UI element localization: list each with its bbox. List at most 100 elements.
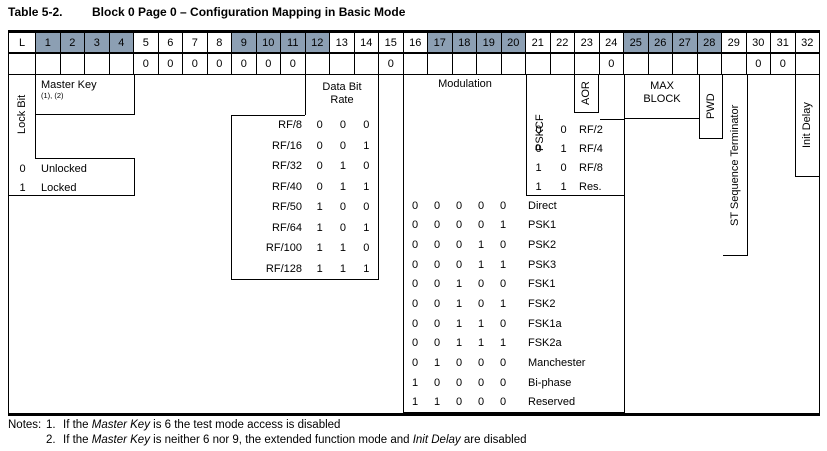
fixed-value-cell-11: 0 [281,54,306,74]
modulation-row-bit: 0 [411,258,419,271]
table-title-text: Block 0 Page 0 – Configuration Mapping i… [92,5,406,19]
modulation-row-bit: 0 [477,278,485,291]
modulation-row-bit: 0 [455,239,463,252]
rf-row-bit: 1 [339,242,347,255]
note-line: Notes:1.If the Master Key is 6 the test … [8,419,527,431]
modulation-row-bit: 1 [411,396,419,409]
bit-header-cell-24: 24 [600,33,624,52]
fixed-value-cell-9: 0 [232,54,257,74]
rf-row-bit: 1 [363,180,370,193]
modulation-row-bit: 0 [411,337,419,350]
modulation-row-bit: 0 [411,298,419,311]
bit-header-cell-5: 5 [134,33,159,52]
modulation-row-label: PSK1 [528,219,557,232]
rf-row-bit: 1 [316,201,323,214]
fixed-value-cell-2 [61,54,85,74]
note-text-part: is 6 the test mode access is disabled [149,419,341,431]
modulation-row-bit: 0 [411,219,419,232]
bit-header-cell-18: 18 [452,33,477,52]
fixed-value-cell-26 [649,54,673,74]
rf-row-bit: 0 [363,201,370,214]
bit-header-cell-17: 17 [428,33,453,52]
bit-header-cell-19: 19 [477,33,502,52]
max-block-line1: MAX [650,80,674,92]
pwd-label: PWD [705,93,717,120]
fixed-value-cell-14 [355,54,379,74]
modulation-row-bit: 0 [477,298,485,311]
modulation-row-label: FSK1 [528,278,556,291]
modulation-row-label: FSK1a [528,317,562,330]
pskcf-row-bit: 1 [560,180,567,193]
bit-header-cell-6: 6 [159,33,183,52]
bit-header-cell-30: 30 [747,33,771,52]
rf-row-label: RF/64 [272,221,302,234]
modulation-row-bit: 0 [433,199,441,212]
modulation-row-label: Direct [528,199,557,212]
note-number: 2. [46,434,56,446]
bit-header-cell-31: 31 [771,33,796,52]
pskcf-row-label: RF/8 [579,161,603,174]
data-bit-rate-line2: Rate [330,94,354,106]
bit-header-cell-25: 25 [624,33,649,52]
fixed-value-cell-15: 0 [379,54,404,74]
rf-row-bit: 0 [339,221,347,234]
bit-header-cell-16: 16 [404,33,428,52]
lock-box-top-line [35,158,135,159]
bit-header-cell-8: 8 [208,33,232,52]
note-text-part: If the [63,434,92,446]
fixed-value-cell-32 [796,54,820,74]
fixed-value-cell-12 [306,54,330,74]
note-italic-term: Master Key [91,419,150,431]
rf-row-bit: 0 [363,242,370,255]
rf-row-bit: 1 [316,262,323,275]
lock-row-value: 0 [19,162,26,175]
fixed-value-cell-29 [722,54,747,74]
bit-header-cell-29: 29 [722,33,747,52]
pwd-box: PWD [699,75,723,139]
data-bit-rate-header: Data Bit Rate [305,75,379,115]
rf-row-bit: 1 [316,221,323,234]
bit-header-cell-32: 32 [801,36,814,49]
modulation-row-bit: 1 [477,258,485,271]
rf-table-top-line [231,115,305,116]
modulation-row-label: PSK2 [528,239,557,252]
bit-header-cell-26: 26 [648,33,673,52]
modulation-row-bit: 0 [411,199,419,212]
bit-header-cell-28: 28 [697,33,722,52]
note-italic-term: Master Key [91,434,150,446]
bit-header-cell-23: 23 [575,33,600,52]
note-text-part: are disabled [460,434,527,446]
rf-row-label: RF/50 [272,201,302,214]
pskcf-row-label: RF/2 [579,123,603,136]
fixed-value-cell-4 [110,54,134,74]
rf-row-bit: 0 [339,119,347,132]
fixed-value-cell-L [9,54,36,74]
note-text: If the Master Key is neither 6 nor 9, th… [63,434,527,446]
rf-row-bit: 1 [363,221,370,234]
master-key-note-refs: (1), (2) [41,91,64,100]
pskcf-row-label: RF/4 [579,142,603,155]
init-delay-box: Init Delay [795,75,819,177]
modulation-row-bit: 1 [499,337,507,350]
table-title: Table 5-2.Block 0 Page 0 – Configuration… [8,5,405,19]
lock-row-value: 1 [19,181,26,194]
modulation-row-bit: 0 [433,219,441,232]
note-text-part: If the [63,419,92,431]
